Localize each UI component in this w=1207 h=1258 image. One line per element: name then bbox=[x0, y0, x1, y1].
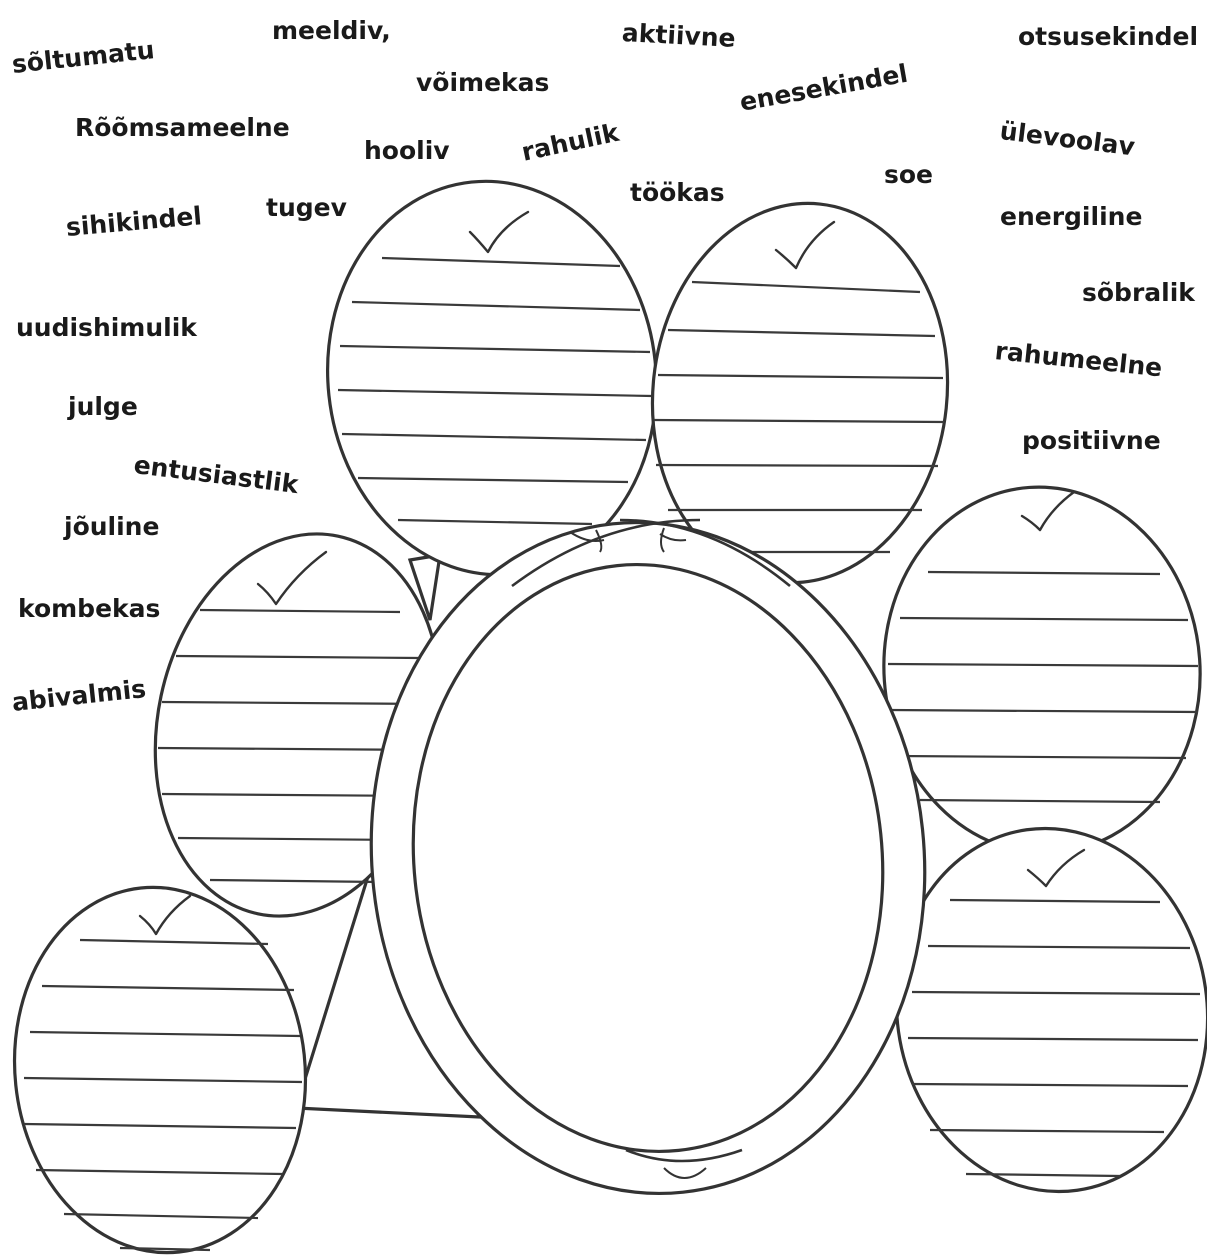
word-roomsameelne: Rõõmsameelne bbox=[75, 115, 290, 140]
word-sobralik: sõbralik bbox=[1082, 280, 1195, 305]
word-tugev: tugev bbox=[266, 195, 347, 220]
speech-bubble-4[interactable] bbox=[872, 476, 1207, 863]
word-tookas: töökas bbox=[630, 180, 725, 205]
word-meeldiv: meeldiv, bbox=[272, 18, 391, 43]
speech-bubble-6[interactable] bbox=[0, 873, 323, 1258]
word-otsusekindel: otsusekindel bbox=[1018, 24, 1198, 49]
word-uudishimulik: uudishimulik bbox=[16, 315, 197, 340]
word-positiivne: positiivne bbox=[1022, 428, 1161, 453]
word-aktiivne: aktiivne bbox=[621, 20, 736, 51]
word-kombekas: kombekas bbox=[18, 596, 160, 621]
word-jouline: jõuline bbox=[64, 514, 159, 539]
word-hooliv: hooliv bbox=[364, 138, 450, 163]
word-voimekas: võimekas bbox=[416, 70, 549, 95]
word-soe: soe bbox=[884, 162, 933, 187]
word-energiline: energiline bbox=[1000, 204, 1142, 229]
word-julge: julge bbox=[68, 394, 138, 419]
